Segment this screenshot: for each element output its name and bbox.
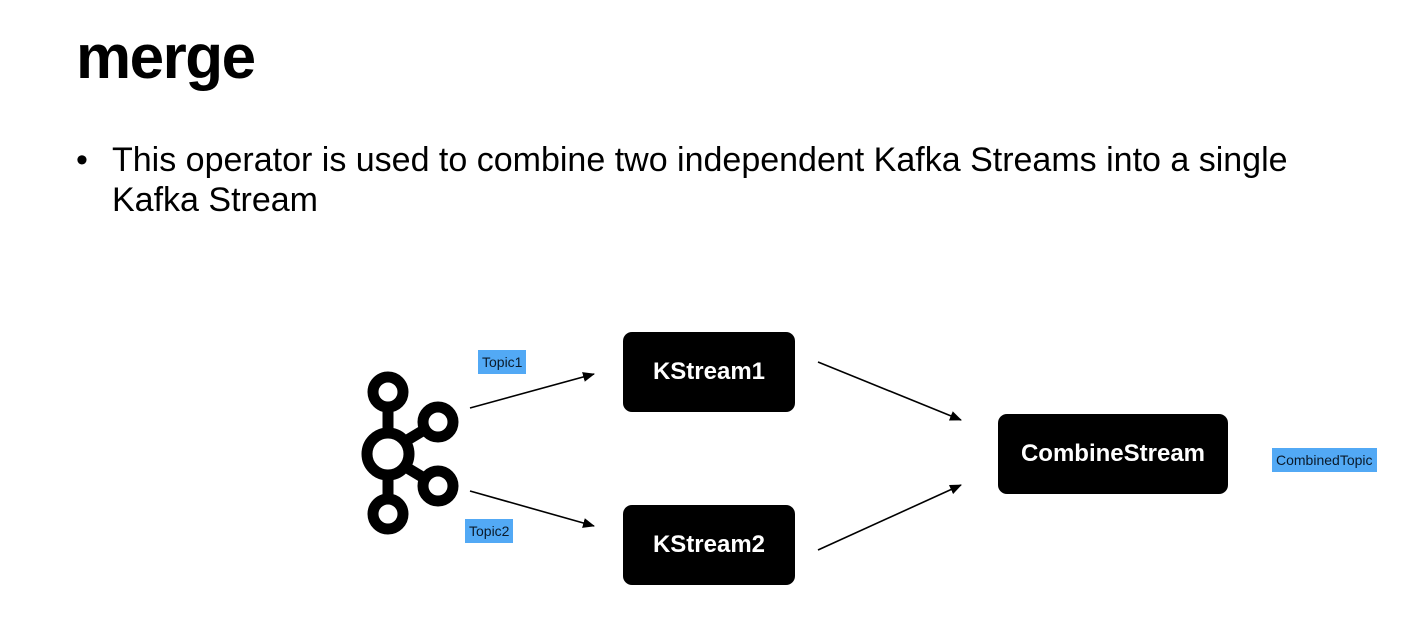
arrow-topic2-to-kstream2 <box>469 490 595 528</box>
slide-title: merge <box>76 23 256 92</box>
topic2-label: Topic2 <box>465 519 514 543</box>
kafka-logo-node-lower-right <box>417 465 459 507</box>
kafka-logo-node-upper-right <box>417 401 459 443</box>
kstream1-node: KStream1 <box>623 332 795 412</box>
kafka-logo-node-bottom <box>367 493 409 535</box>
topic1-label: Topic1 <box>478 350 527 374</box>
bullet-text: This operator is used to combine two ind… <box>112 141 1288 219</box>
kstream2-node: KStream2 <box>623 505 795 585</box>
combined-topic-label: CombinedTopic <box>1272 448 1377 472</box>
kafka-logo-icon <box>361 371 459 535</box>
kafka-logo-node-top <box>367 371 409 413</box>
arrow-topic1-to-kstream1 <box>469 372 595 409</box>
bullet-item: • This operator is used to combine two i… <box>76 140 1376 220</box>
arrow-kstream2-to-combine <box>817 484 962 551</box>
arrow-kstream1-to-combine <box>817 361 962 421</box>
bullet-marker: • <box>76 141 88 179</box>
kafka-logo-node-center <box>361 427 415 481</box>
combine-stream-node: CombineStream <box>998 414 1228 494</box>
